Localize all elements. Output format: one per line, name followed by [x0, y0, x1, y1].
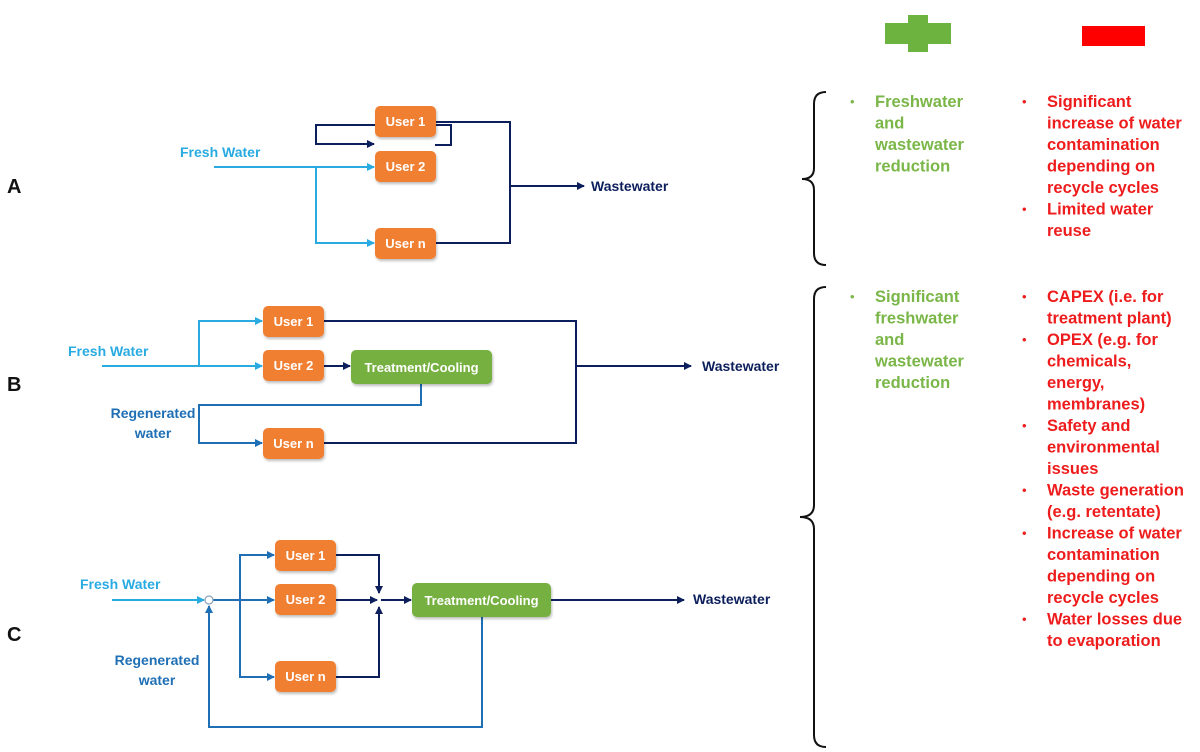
row-letter-c: C [7, 624, 21, 646]
bullet-text-line: Water losses due [1047, 611, 1182, 629]
bullet-marker: • [1022, 289, 1027, 304]
brace-row-a [801, 91, 827, 266]
wastewater-label-a: Wastewater [591, 178, 669, 194]
bullet-text-line: and [875, 115, 904, 133]
plus-icon [885, 15, 951, 52]
bullet-marker: • [850, 289, 855, 304]
bullet-text-line: recycle cycles [1047, 589, 1159, 607]
bullet-text-line: to evaporation [1047, 632, 1161, 650]
user-2-box-a: User 2 [375, 151, 436, 182]
row-letter-a: A [7, 176, 21, 198]
brace-rows-bc [799, 286, 827, 748]
user-n-box-b: User n [263, 428, 324, 459]
user-2-box-c: User 2 [275, 584, 336, 615]
bullet-marker: • [1022, 202, 1027, 217]
bullet-marker: • [1022, 526, 1027, 541]
bullet-text-line: increase of water [1047, 115, 1182, 133]
svg-text:User 2: User 2 [274, 358, 314, 373]
svg-text:User 2: User 2 [286, 592, 326, 607]
wastewater-label-c: Wastewater [693, 591, 771, 607]
mixing-junction [204, 595, 214, 605]
bullet-marker: • [1022, 483, 1027, 498]
bullet-marker: • [1022, 612, 1027, 627]
bullet-text-line: freshwater [875, 310, 959, 328]
cons-list-bc: • CAPEX (i.e. for treatment plant) • OPEX (e… [1022, 288, 1184, 650]
bullet-text-line: depending on [1047, 158, 1155, 176]
regenerated-water-label-b-2: water [134, 425, 172, 441]
bullet-text-line: chemicals, [1047, 353, 1131, 371]
bullet-marker: • [1022, 332, 1027, 347]
fresh-water-label-a: Fresh Water [180, 144, 261, 160]
user-n-box-a: User n [375, 228, 436, 259]
bullet-text-line: CAPEX (i.e. for [1047, 288, 1164, 306]
bullet-text-line: contamination [1047, 136, 1160, 154]
bullet-text-line: wastewater [874, 136, 965, 154]
svg-text:User n: User n [273, 436, 314, 451]
regenerated-water-label-c-2: water [138, 672, 176, 688]
svg-text:User 1: User 1 [386, 114, 426, 129]
svg-text:User 1: User 1 [286, 548, 326, 563]
bullet-text-line: reuse [1047, 222, 1091, 240]
bullet-text-line: recycle cycles [1047, 179, 1159, 197]
pros-list-bc: • Significant freshwater and wastewater reduc… [850, 288, 965, 392]
bullet-text-line: Significant [1047, 93, 1132, 111]
bullet-text-line: membranes) [1047, 396, 1145, 414]
bullet-text-line: Safety and [1047, 417, 1130, 435]
bullet-text-line: issues [1047, 460, 1098, 478]
treatment-cooling-box-b: Treatment/Cooling [351, 350, 492, 384]
fresh-water-label-b: Fresh Water [68, 343, 149, 359]
user-1-box-c: User 1 [275, 540, 336, 571]
bullet-text-line: treatment plant) [1047, 310, 1172, 328]
bullet-marker: • [1022, 94, 1027, 109]
user-1-box-a: User 1 [375, 106, 436, 137]
minus-icon [1082, 26, 1145, 46]
row-c-lines [112, 551, 685, 728]
treatment-cooling-box-c: Treatment/Cooling [412, 583, 551, 617]
bullet-text-line: Waste generation [1047, 482, 1184, 500]
bullet-text-line: wastewater [874, 353, 965, 371]
bullet-text-line: energy, [1047, 374, 1104, 392]
svg-text:Treatment/Cooling: Treatment/Cooling [424, 593, 538, 608]
bullet-marker: • [1022, 418, 1027, 433]
bullet-text-line: environmental [1047, 439, 1160, 457]
bullet-text-line: reduction [875, 158, 950, 176]
svg-text:Treatment/Cooling: Treatment/Cooling [364, 360, 478, 375]
row-letter-b: B [7, 374, 21, 396]
pros-list-a: • Freshwater and wastewater reduction [850, 93, 965, 176]
cons-list-a: • Significant increase of water contaminati… [1022, 93, 1182, 240]
regenerated-water-label-c-1: Regenerated [115, 652, 200, 668]
svg-text:User 1: User 1 [274, 314, 314, 329]
bullet-text-line: Freshwater [875, 93, 964, 111]
bullet-text-line: contamination [1047, 546, 1160, 564]
fresh-water-label-c: Fresh Water [80, 576, 161, 592]
user-1-box-b: User 1 [263, 306, 324, 337]
row-a-lines [214, 121, 585, 247]
bullet-text-line: Limited water [1047, 201, 1154, 219]
wastewater-label-b: Wastewater [702, 358, 780, 374]
bullet-text-line: depending on [1047, 568, 1155, 586]
svg-text:User n: User n [385, 236, 426, 251]
bullet-text-line: reduction [875, 374, 950, 392]
bullet-text-line: OPEX (e.g. for [1047, 331, 1159, 349]
bullet-text-line: (e.g. retentate) [1047, 503, 1161, 521]
bullet-text-line: Increase of water [1047, 525, 1182, 543]
row-b-lines [102, 317, 692, 447]
bullet-text-line: and [875, 331, 904, 349]
bullet-marker: • [850, 94, 855, 109]
regenerated-water-label-b-1: Regenerated [111, 405, 196, 421]
svg-text:User 2: User 2 [386, 159, 426, 174]
user-2-box-b: User 2 [263, 350, 324, 381]
user-n-box-c: User n [275, 661, 336, 692]
bullet-text-line: Significant [875, 288, 960, 306]
svg-text:User n: User n [285, 669, 326, 684]
